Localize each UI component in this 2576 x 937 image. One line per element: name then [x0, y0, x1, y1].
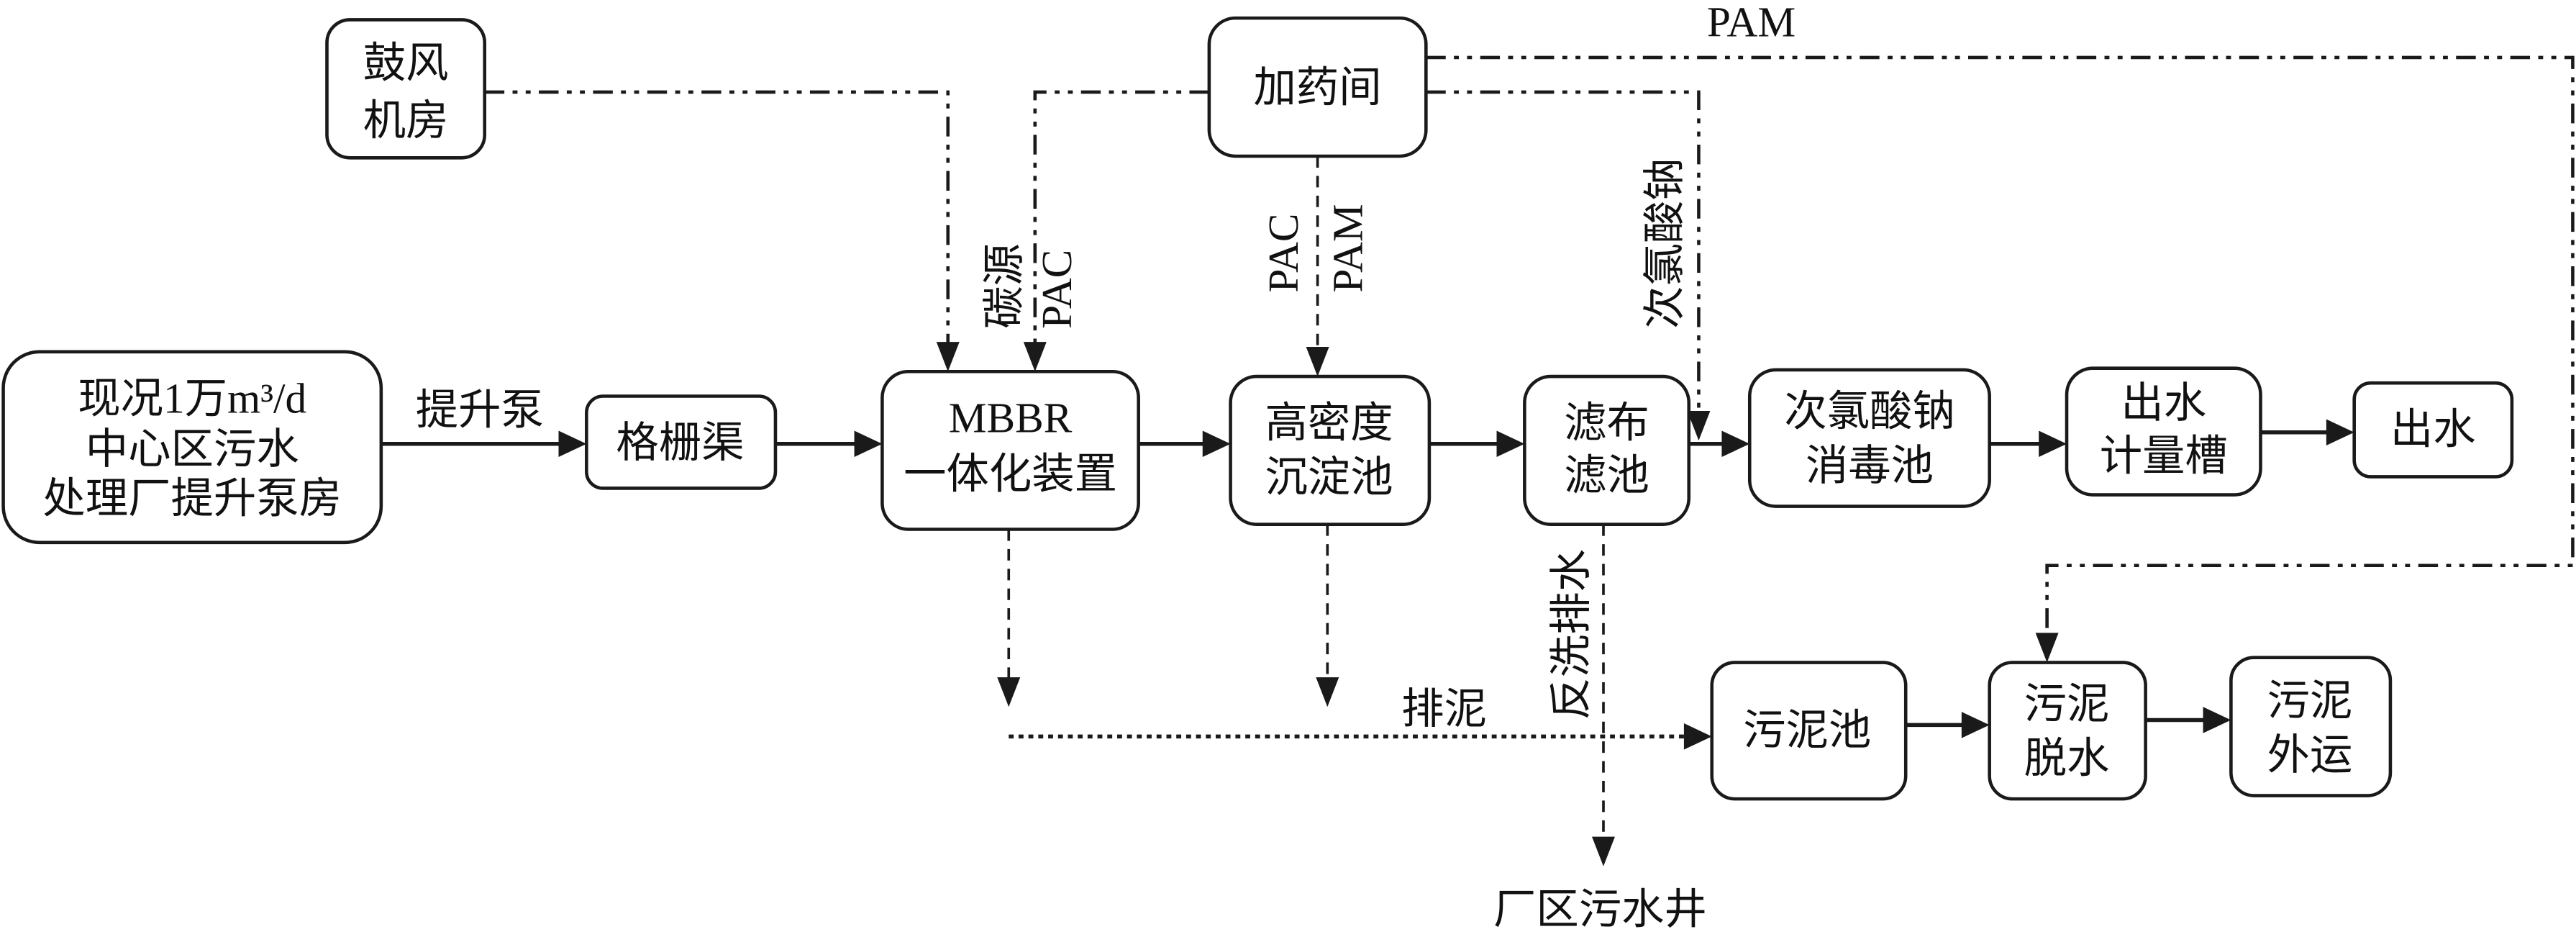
main-flow: 提升泵	[381, 386, 2354, 738]
node-disinfection: 次氯酸钠 消毒池	[1747, 368, 1991, 508]
sludge-out-label-1: 污泥	[2267, 677, 2353, 725]
hd-clarifier-box	[1229, 374, 1432, 526]
node-effluent: 出水	[2352, 381, 2514, 479]
arrow-head-icon	[2035, 633, 2059, 663]
source-label-1: 现况1万m³/d	[78, 374, 306, 422]
blower-room-box	[325, 18, 487, 160]
chem-line-hypochlorite	[1426, 90, 1701, 418]
arrow-head-icon	[1592, 836, 1615, 866]
metering-label-1: 出水	[2121, 379, 2206, 427]
mbbr-label-1: MBBR	[949, 394, 1073, 442]
arrow-head-icon	[1496, 430, 1525, 458]
arrow-head-icon	[2203, 707, 2231, 733]
backwash-label: 反洗排水	[1547, 549, 1595, 720]
node-mbbr: MBBR 一体化装置	[880, 369, 1140, 531]
node-source: 现况1万m³/d 中心区污水 处理厂提升泵房	[1, 350, 383, 545]
chem-line-pam-to-dewatering	[1426, 55, 2575, 636]
node-cloth-filter: 滤布 滤池	[1523, 374, 1691, 526]
source-box	[1, 350, 383, 545]
sludge-out-label-2: 外运	[2267, 731, 2353, 779]
plant-sewer-label: 厂区污水井	[1493, 886, 1707, 933]
node-metering: 出水 计量槽	[2065, 366, 2262, 497]
hd-clarifier-label-2: 沉淀池	[1265, 453, 1393, 501]
dewatering-label-1: 污泥	[2024, 680, 2110, 728]
disinfection-label-1: 次氯酸钠	[1784, 388, 1954, 435]
hypochlorite-label: 次氯酸钠	[1641, 158, 1688, 329]
arrow-head-icon	[1961, 712, 1990, 738]
arrow-head-icon	[2039, 430, 2067, 458]
hd-clarifier-label-1: 高密度	[1265, 399, 1393, 447]
sludge-out-box	[2229, 656, 2393, 797]
lift-pump-label: 提升泵	[416, 386, 544, 433]
node-dewatering: 污泥 脱水	[1988, 661, 2147, 801]
metering-label-2: 计量槽	[2100, 432, 2228, 479]
dewatering-label-2: 脱水	[2024, 735, 2110, 782]
arrow-head-icon	[558, 430, 587, 458]
pam-clarifier-label: PAM	[1324, 204, 1371, 292]
mbbr-box	[880, 369, 1140, 531]
arrow-head-icon	[997, 677, 1021, 707]
sludge-tank-label: 污泥池	[1743, 707, 1871, 754]
node-dosing-room: 加药间	[1207, 16, 1428, 158]
arrow-head-icon	[1202, 430, 1231, 458]
blower-room-label-2: 机房	[363, 96, 449, 144]
cloth-filter-box	[1523, 374, 1691, 526]
screen-channel-label: 格栅渠	[616, 419, 744, 466]
arrow-head-icon	[1683, 723, 1712, 750]
node-blower-room: 鼓风 机房	[325, 18, 487, 160]
arrow-head-icon	[1306, 346, 1329, 377]
arrow-head-icon	[854, 430, 883, 458]
arrow-head-icon	[936, 342, 960, 372]
backwash-line: 反洗排水 厂区污水井	[1493, 524, 1707, 933]
pac-clarifier-label: PAC	[1260, 214, 1307, 293]
air-line-blower-to-mbbr	[484, 90, 950, 345]
dosing-room-label: 加药间	[1254, 64, 1382, 112]
effluent-label: 出水	[2390, 406, 2476, 453]
arrow-head-icon	[2326, 419, 2354, 446]
arrow-head-icon	[1721, 430, 1750, 458]
chem-line-dosing-to-mbbr	[1033, 90, 1209, 345]
carbon-source-label: 碳源	[980, 243, 1028, 329]
chemical-air-lines: 碳源 PAC PAC PAM 次氯酸钠 PAM	[484, 0, 2575, 663]
sludge-tank-box	[1710, 661, 1908, 801]
arrow-head-icon	[1316, 677, 1339, 707]
mbbr-label-2: 一体化装置	[904, 450, 1117, 497]
source-label-3: 处理厂提升泵房	[42, 475, 342, 522]
blower-room-label-1: 鼓风	[363, 39, 449, 86]
disinfection-label-2: 消毒池	[1806, 442, 1934, 489]
source-label-2: 中心区污水	[86, 425, 299, 473]
disinfection-box	[1747, 368, 1991, 508]
effluent-box	[2352, 381, 2514, 479]
cloth-filter-label-2: 滤池	[1564, 452, 1649, 499]
node-sludge-out: 污泥 外运	[2229, 656, 2393, 797]
pac-mbbr-label: PAC	[1033, 250, 1080, 329]
arrow-head-icon	[1687, 411, 1711, 441]
sludge-discharge-label: 排泥	[1401, 685, 1487, 733]
node-screen-channel: 格栅渠	[585, 394, 778, 490]
node-hd-clarifier: 高密度 沉淀池	[1229, 374, 1432, 526]
cloth-filter-label-1: 滤布	[1564, 399, 1649, 447]
dewatering-box	[1988, 661, 2147, 801]
arrow-head-icon	[1023, 342, 1047, 372]
node-sludge-tank: 污泥池	[1710, 661, 1908, 801]
sludge-discharge-lines: 排泥	[997, 524, 1712, 750]
pam-top-label: PAM	[1707, 0, 1796, 45]
